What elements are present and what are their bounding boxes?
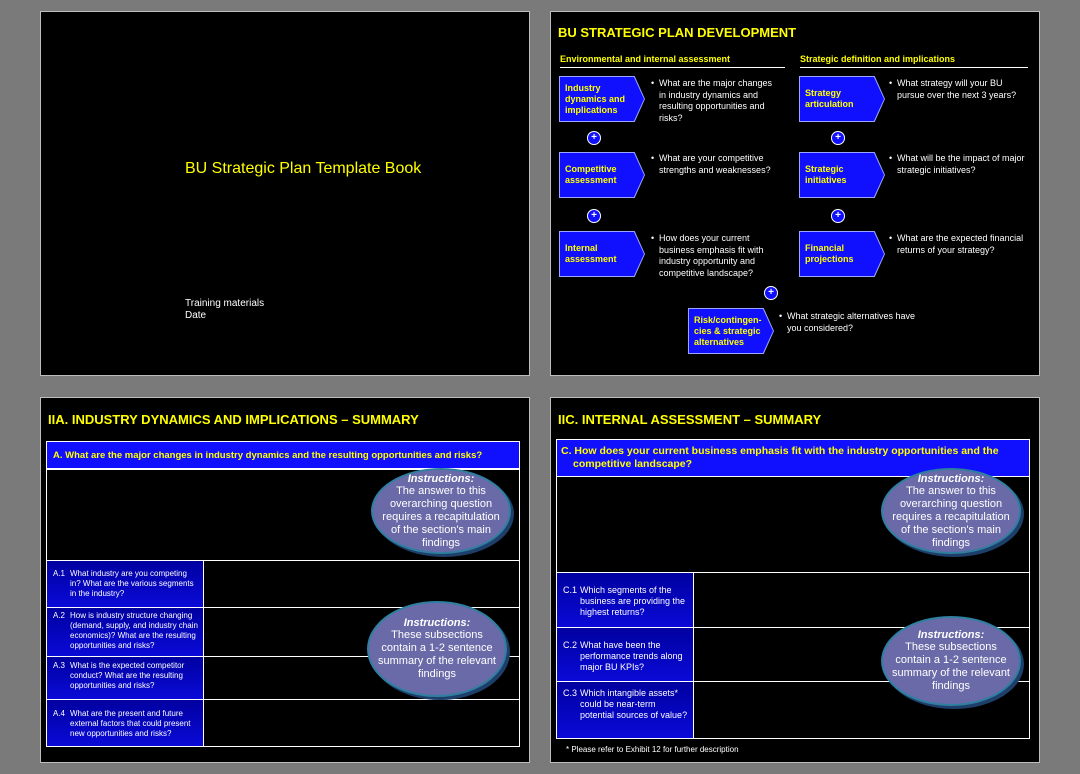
- box-financial: Financial projections: [800, 232, 884, 276]
- slide4-title: IIC. INTERNAL ASSESSMENT – SUMMARY: [558, 412, 822, 427]
- question-bar: C. How does your current business emphas…: [556, 439, 1030, 477]
- bullet-risk: •What strategic alternatives have you co…: [779, 311, 916, 333]
- box-competitive: Competitive assessment: [560, 153, 644, 197]
- bullet-industry: •What are the major changes in industry …: [651, 78, 773, 123]
- instructions-bubble: Instructions: The answer to this overarc…: [371, 468, 511, 554]
- slide3-title: IIA. INDUSTRY DYNAMICS AND IMPLICATIONS …: [48, 412, 419, 427]
- left-column-header: Environmental and internal assessment: [560, 54, 785, 68]
- instructions-bubble: Instructions: These subsections contain …: [881, 616, 1021, 706]
- bullet-financial: •What are the expected financial returns…: [889, 233, 1024, 255]
- slide1-subtitle: Training materials Date: [185, 298, 264, 322]
- plus-icon: +: [764, 286, 778, 300]
- footnote: * Please refer to Exhibit 12 for further…: [566, 745, 739, 754]
- box-industry: Industry dynamics and implications: [560, 77, 644, 121]
- instructions-bubble: Instructions: The answer to this overarc…: [881, 468, 1021, 554]
- slide2-title: BU STRATEGIC PLAN DEVELOPMENT: [558, 25, 797, 40]
- slide-plan-development: BU STRATEGIC PLAN DEVELOPMENT Environmen…: [550, 11, 1040, 376]
- plus-icon: +: [587, 209, 601, 223]
- bullet-internal: •How does your current business emphasis…: [651, 233, 764, 278]
- box-internal: Internal assessment: [560, 232, 644, 276]
- plus-icon: +: [831, 209, 845, 223]
- table-row-value: [693, 681, 1030, 739]
- slide1-title: BU Strategic Plan Template Book: [185, 160, 422, 177]
- table-row-value: [203, 699, 520, 747]
- bullet-initiatives: •What will be the impact of major strate…: [889, 153, 1025, 175]
- box-initiatives: Strategic initiatives: [800, 153, 884, 197]
- plus-icon: +: [831, 131, 845, 145]
- bullet-competitive: •What are your competitive strengths and…: [651, 153, 771, 175]
- slide1-training: Training materials: [185, 298, 265, 309]
- instructions-bubble: Instructions: These subsections contain …: [367, 601, 507, 697]
- slide1-date: Date: [185, 310, 207, 321]
- question-bar: A. What are the major changes in industr…: [46, 441, 520, 469]
- right-column-header: Strategic definition and implications: [800, 54, 1028, 68]
- slide-industry-summary: IIA. INDUSTRY DYNAMICS AND IMPLICATIONS …: [40, 397, 530, 763]
- box-strategy: Strategy articulation: [800, 77, 884, 121]
- bullet-strategy: •What strategy will your BU pursue over …: [889, 78, 1017, 100]
- plus-icon: +: [587, 131, 601, 145]
- slide-internal-summary: IIC. INTERNAL ASSESSMENT – SUMMARY C. Ho…: [550, 397, 1040, 763]
- table-row-value: [203, 560, 520, 608]
- box-risk: Risk/contingen-cies & strategic alternat…: [689, 309, 773, 353]
- slide-title-page: BU Strategic Plan Template Book Training…: [40, 11, 530, 376]
